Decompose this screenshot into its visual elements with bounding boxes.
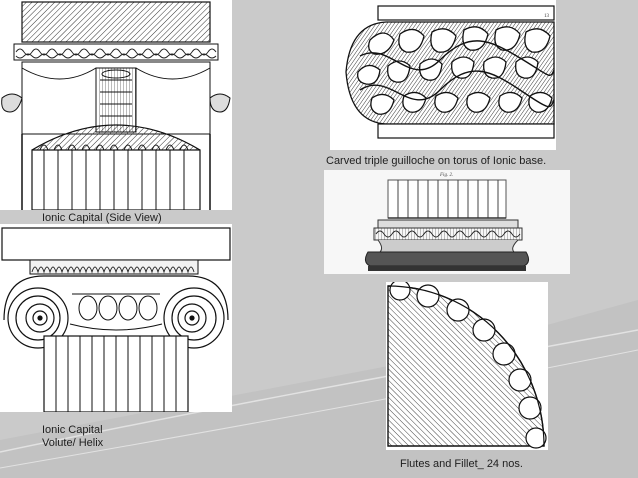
side-view-caption: Ionic Capital (Side View) (42, 212, 162, 224)
flutes-caption: Flutes and Fillet_ 24 nos. (400, 458, 523, 470)
guilloche-caption: Carved triple guilloche on torus of Ioni… (326, 155, 547, 167)
ionic-capital-volute-image (0, 224, 232, 412)
volute-caption-line1: Ionic Capital (42, 424, 103, 436)
volute-caption: Ionic Capital Volute/ Helix (42, 424, 103, 450)
ionic-capital-side-view-image (0, 0, 232, 210)
plate-number: 13 (544, 14, 550, 19)
figure-number: Fig. 2. (439, 173, 453, 178)
flutes-and-fillet-image (386, 282, 548, 450)
ionic-base-image: Fig. 2. (324, 170, 570, 274)
volute-caption-line2: Volute/ Helix (42, 437, 104, 449)
guilloche-torus-image: 13 (330, 0, 556, 150)
